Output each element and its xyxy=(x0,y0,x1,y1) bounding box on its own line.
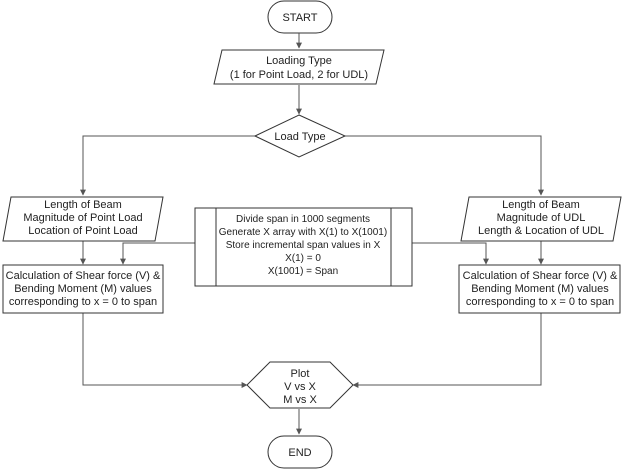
divide-line-4: X(1) = 0 xyxy=(285,253,321,264)
edges xyxy=(80,28,544,435)
udl-input-node: Length of Beam Magnitude of UDL Length &… xyxy=(460,196,622,242)
divide-line-3: Store incremental span values in X xyxy=(226,240,381,251)
udl-input-line-2: Magnitude of UDL xyxy=(497,212,586,224)
decision-label: Load Type xyxy=(274,131,325,143)
start-label: START xyxy=(282,12,317,24)
divide-line-2: Generate X array with X(1) to X(1001) xyxy=(219,227,387,238)
edge-decision-right xyxy=(345,135,544,196)
end-node: END xyxy=(267,435,333,469)
load-type-decision: Load Type xyxy=(253,114,347,158)
loading-type-line-1: Loading Type xyxy=(266,55,332,67)
calc-right-line-1: Calculation of Shear force (V) & xyxy=(463,270,618,282)
edge-decision-left xyxy=(80,135,255,196)
calc-left-line-1: Calculation of Shear force (V) & xyxy=(6,270,161,282)
divide-line-5: X(1001) = Span xyxy=(268,266,338,277)
loading-type-node: Loading Type (1 for Point Load, 2 for UD… xyxy=(213,49,385,85)
calc-left-node: Calculation of Shear force (V) & Bending… xyxy=(2,264,164,314)
calc-left-line-3: corresponding to x = 0 to span xyxy=(9,296,157,308)
plot-line-1: Plot xyxy=(291,368,310,380)
end-label: END xyxy=(288,447,311,459)
divide-line-1: Divide span in 1000 segments xyxy=(236,214,370,225)
plot-line-2: V vs X xyxy=(284,381,316,393)
calc-right-line-2: Bending Moment (M) values xyxy=(471,283,609,295)
calc-right-line-3: corresponding to x = 0 to span xyxy=(466,296,614,308)
divide-span-process: Divide span in 1000 segments Generate X … xyxy=(194,207,413,287)
loading-type-line-2: (1 for Point Load, 2 for UDL) xyxy=(230,69,368,81)
udl-input-line-3: Length & Location of UDL xyxy=(478,225,604,237)
edge-calcleft-plot xyxy=(82,313,248,388)
point-input-line-3: Location of Point Load xyxy=(28,225,137,237)
udl-input-line-1: Length of Beam xyxy=(502,199,580,211)
point-input-line-1: Length of Beam xyxy=(44,199,122,211)
calc-left-line-2: Bending Moment (M) values xyxy=(14,283,152,295)
calc-right-node: Calculation of Shear force (V) & Bending… xyxy=(458,264,621,314)
start-node: START xyxy=(267,0,333,34)
edge-calcright-plot xyxy=(352,313,542,388)
edge-divide-left xyxy=(120,242,195,265)
point-input-line-2: Magnitude of Point Load xyxy=(23,212,142,224)
edge-divide-right xyxy=(412,242,489,265)
point-load-input-node: Length of Beam Magnitude of Point Load L… xyxy=(2,196,164,242)
plot-line-3: M vs X xyxy=(283,394,317,406)
plot-node: Plot V vs X M vs X xyxy=(246,361,354,409)
